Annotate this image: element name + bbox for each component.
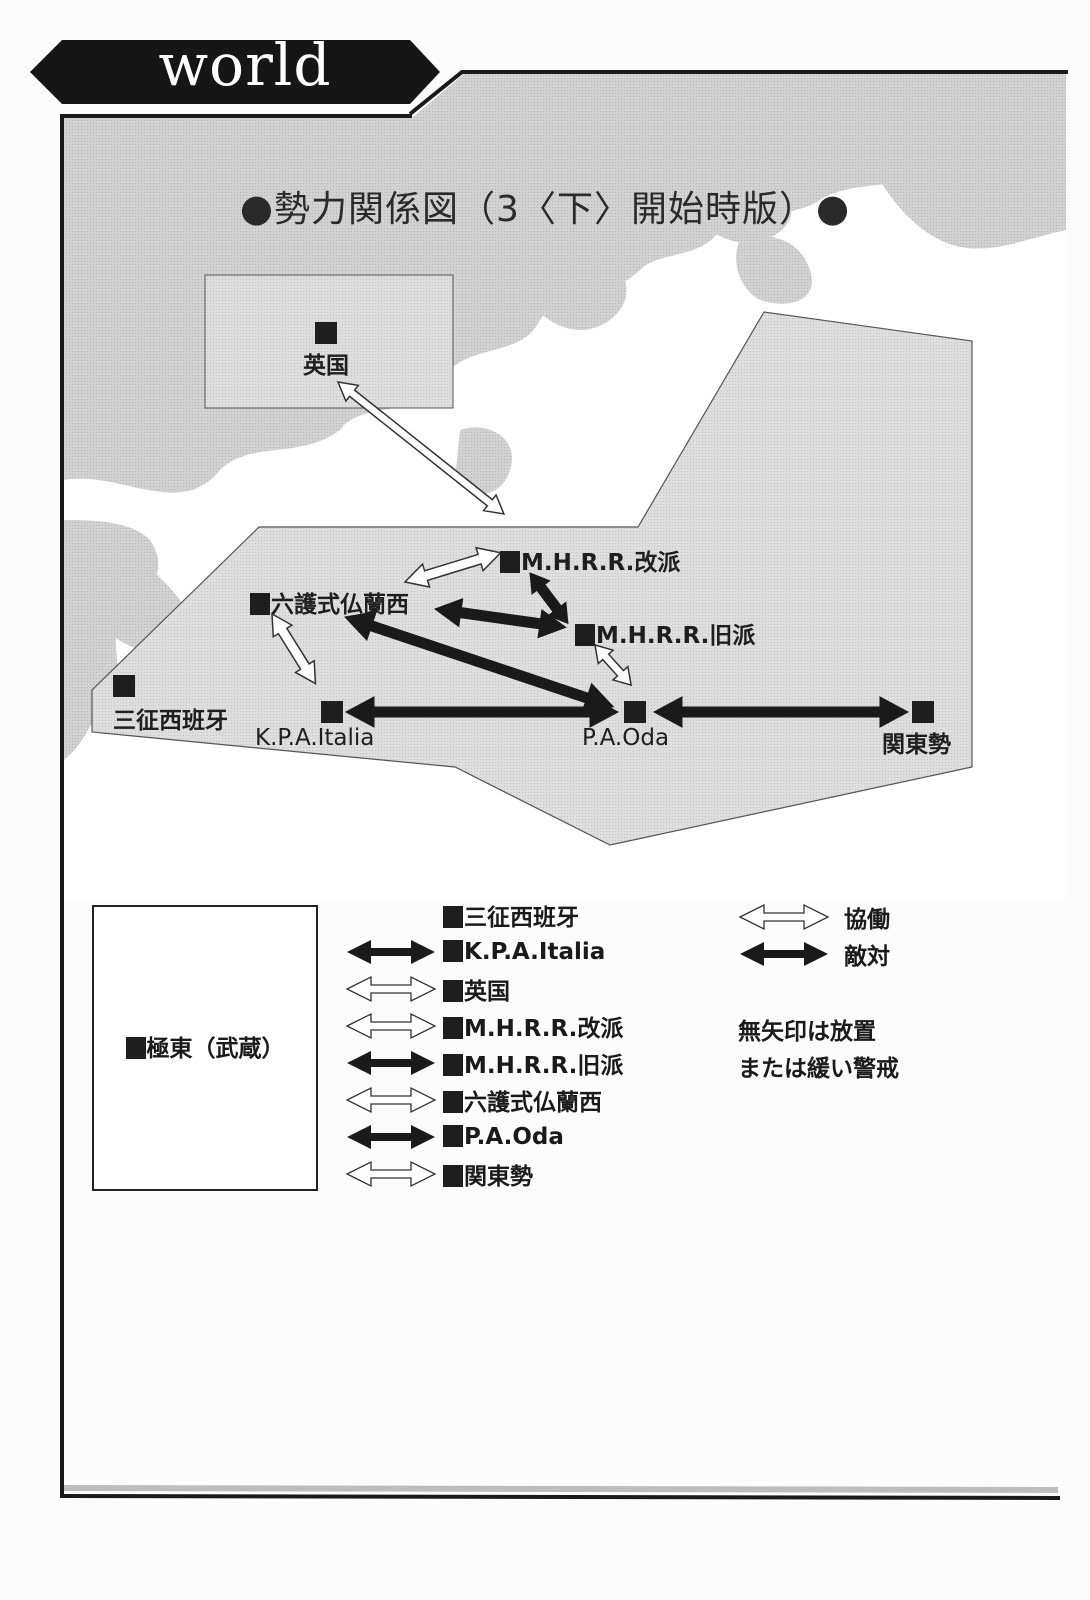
legend-row: M.H.R.R.改派 xyxy=(345,1009,623,1043)
faction-square-icon xyxy=(321,701,343,723)
faction-square-icon xyxy=(500,551,520,573)
node-label: P.A.Oda xyxy=(582,725,670,751)
cooperation-arrow-icon xyxy=(345,1012,437,1040)
faction-square-icon xyxy=(443,940,463,962)
bullet-icon: ● xyxy=(815,186,851,230)
node-mhrr-old: M.H.R.R.旧派 xyxy=(575,616,755,650)
node-label: 六護式仏蘭西 xyxy=(271,592,409,618)
faction-square-icon xyxy=(443,1054,463,1076)
node-label: M.H.R.R.改派 xyxy=(521,550,681,576)
relation-arrows-hostile xyxy=(343,572,910,728)
no-arrow xyxy=(345,900,437,930)
faction-square-icon xyxy=(443,980,463,1002)
faction-square-icon xyxy=(912,701,934,723)
legend-row: K.P.A.Italia xyxy=(345,935,605,969)
faction-square-icon xyxy=(250,593,270,615)
far-east-box: 極東（武蔵） xyxy=(92,905,318,1191)
legend-row: 英国 xyxy=(345,972,510,1006)
node-sansei-spain: 三征西班牙 xyxy=(113,675,228,735)
node-england: 英国 xyxy=(303,322,349,380)
legend-row: 関東勢 xyxy=(345,1157,533,1191)
legend-note-line1: 無矢印は放置 xyxy=(738,1019,876,1045)
node-kpa-italia: K.P.A.Italia xyxy=(255,701,405,751)
faction-square-icon xyxy=(443,1017,463,1039)
key-hostile: 敵対 xyxy=(738,937,890,971)
diagram-title: ●勢力関係図（3〈下〉開始時版）● xyxy=(0,180,1090,232)
node-label: 関東勢 xyxy=(882,732,951,758)
legend-note-line2: または緩い警戒 xyxy=(738,1056,899,1082)
node-label: 英国 xyxy=(303,353,349,379)
faction-square-icon xyxy=(575,624,595,646)
legend-row: 三征西班牙 xyxy=(345,898,579,932)
node-label: M.H.R.R.旧派 xyxy=(596,623,756,649)
hostile-arrow-icon xyxy=(740,942,828,966)
faction-square-icon xyxy=(624,701,646,723)
faction-square-icon xyxy=(315,322,337,344)
legend-row: 六護式仏蘭西 xyxy=(345,1083,602,1117)
node-label: 三征西班牙 xyxy=(113,708,228,734)
cooperation-arrow-icon xyxy=(738,903,830,931)
faction-square-icon xyxy=(443,1165,463,1187)
far-east-label: 極東（武蔵） xyxy=(94,1029,316,1063)
node-label: K.P.A.Italia xyxy=(255,725,375,751)
cooperation-arrow-icon xyxy=(345,1086,437,1114)
node-mhrr-reform: M.H.R.R.改派 xyxy=(500,543,680,577)
legend-row: P.A.Oda xyxy=(345,1120,564,1154)
header-banner xyxy=(30,40,440,104)
faction-square-icon xyxy=(443,1125,463,1147)
legend-row: M.H.R.R.旧派 xyxy=(345,1046,623,1080)
hostile-arrow-icon xyxy=(347,1051,435,1075)
node-kanto: 関東勢 xyxy=(882,701,962,759)
relation-arrows xyxy=(271,381,633,687)
hostile-arrow-icon xyxy=(347,1125,435,1149)
cooperation-arrow-icon xyxy=(345,1160,437,1188)
hostile-arrow-icon xyxy=(347,940,435,964)
faction-square-icon xyxy=(113,675,135,697)
diagram-title-text: 勢力関係図（3〈下〉開始時版） xyxy=(274,189,816,230)
key-cooperation: 協働 xyxy=(738,900,890,934)
section-label: world xyxy=(158,31,332,99)
cooperation-arrow-icon xyxy=(345,975,437,1003)
faction-square-icon xyxy=(125,1037,146,1059)
node-pa-oda: P.A.Oda xyxy=(582,701,692,751)
faction-square-icon xyxy=(443,1091,463,1113)
bullet-icon: ● xyxy=(239,186,275,230)
faction-square-icon xyxy=(443,906,463,928)
node-rokugo-france: 六護式仏蘭西 xyxy=(250,585,409,619)
